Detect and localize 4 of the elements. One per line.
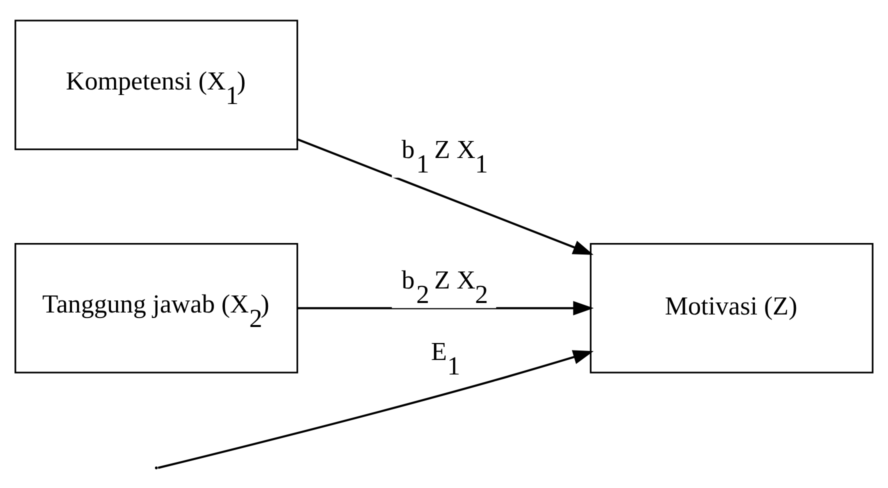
arrow [158,350,594,468]
node-box: Motivasi (Z) [590,242,874,373]
arrow [298,300,594,315]
arrow [298,138,594,254]
